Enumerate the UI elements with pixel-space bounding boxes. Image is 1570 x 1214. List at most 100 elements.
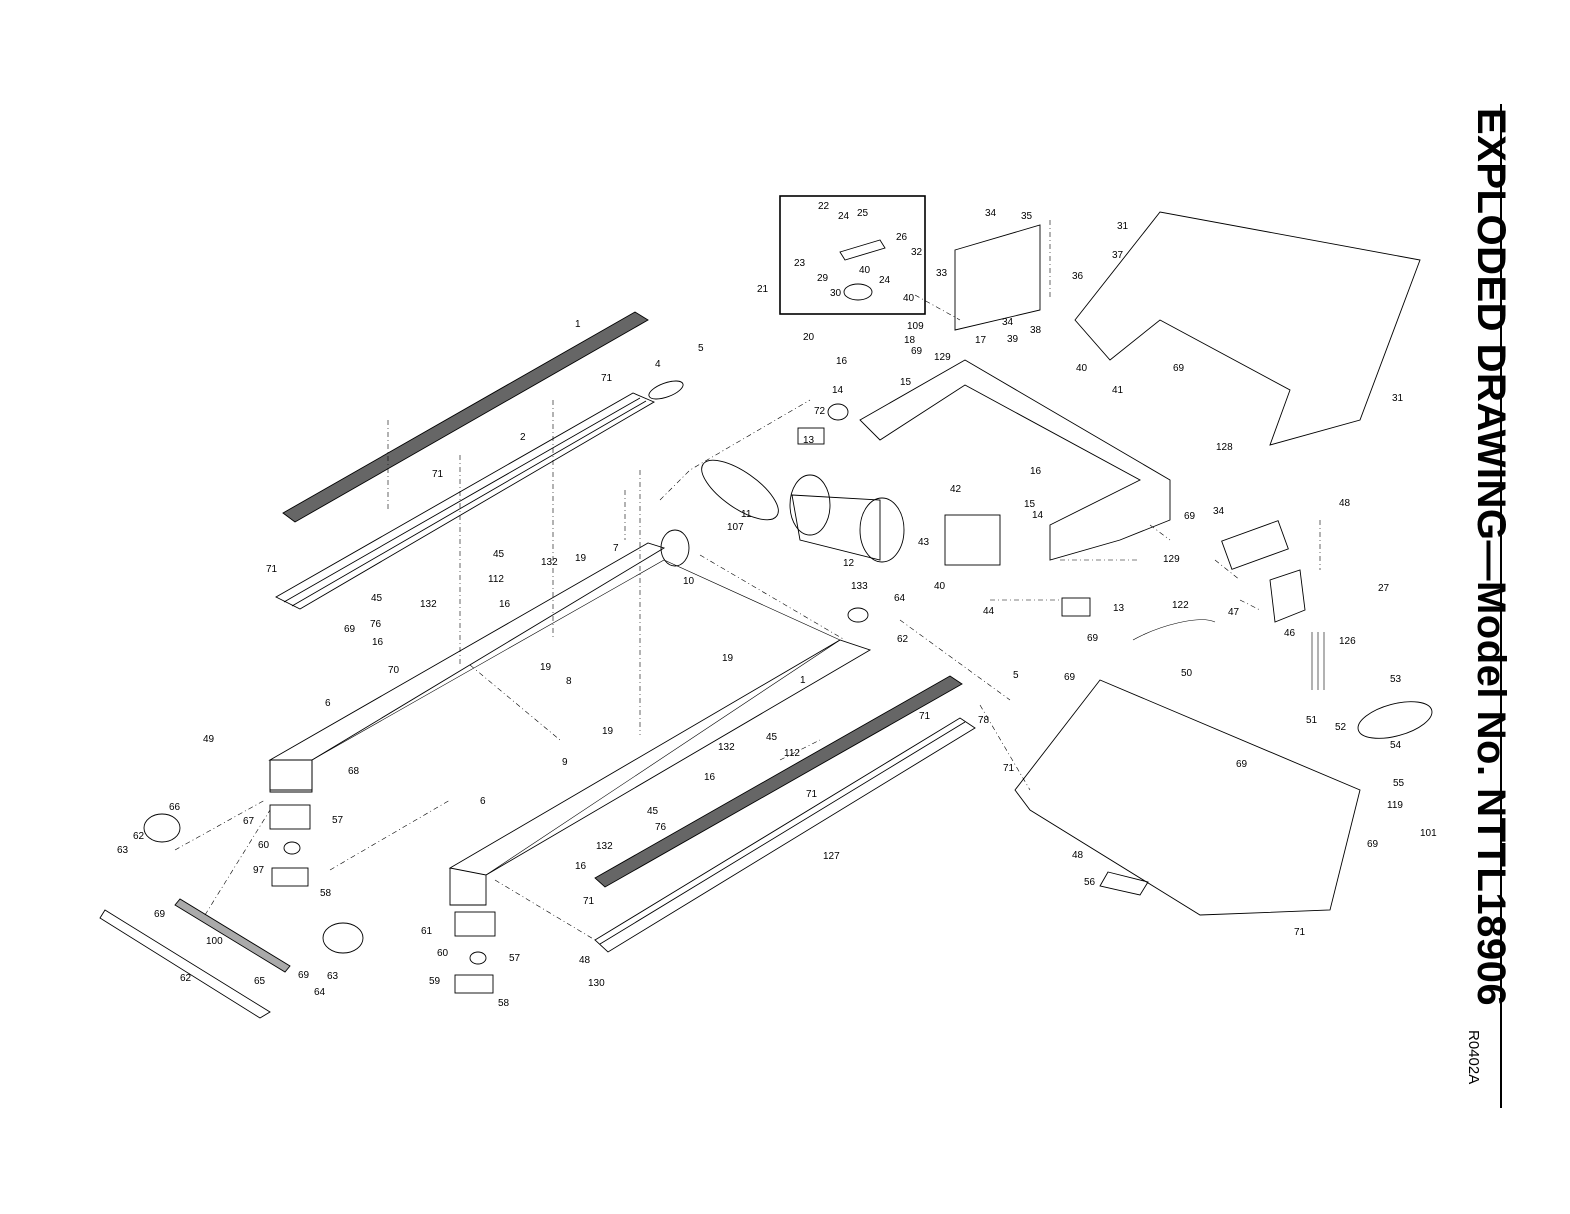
callout-label: 18	[904, 335, 916, 346]
callout-label: 41	[1112, 385, 1124, 396]
part-66-foot	[143, 813, 181, 843]
callout-label: 42	[950, 484, 962, 495]
callout-label: 129	[934, 352, 951, 363]
callout-label: 25	[857, 208, 869, 219]
callout-label: 31	[1117, 221, 1129, 232]
callout-label: 61	[421, 926, 433, 937]
callout-label: 69	[344, 624, 356, 635]
callout-label: 31	[1392, 393, 1404, 404]
callout-label: 48	[1339, 498, 1351, 509]
callout-label: 16	[704, 772, 716, 783]
callout-label: 38	[1030, 325, 1042, 336]
callout-label: 71	[432, 469, 444, 480]
callout-label: 33	[936, 268, 948, 279]
callout-label: 71	[266, 564, 278, 575]
callout-label: 127	[823, 851, 840, 862]
part-126-harness	[1311, 632, 1325, 690]
callout-label: 45	[493, 549, 505, 560]
callout-label: 14	[832, 385, 844, 396]
callout-label: 19	[575, 553, 587, 564]
callout-label: 132	[541, 557, 558, 568]
callout-label: 35	[1021, 211, 1033, 222]
callout-label: 109	[907, 321, 924, 332]
callout-label: 76	[655, 822, 667, 833]
callout-label: 50	[1181, 668, 1193, 679]
part-47-guard	[1221, 520, 1289, 570]
part-13-bracket	[797, 427, 825, 445]
part-1-strip	[282, 311, 649, 523]
callout-label: 72	[814, 406, 826, 417]
part-35-board	[954, 224, 1041, 331]
part-122-wire	[1132, 619, 1216, 641]
centerlines	[174, 220, 1321, 941]
callout-label: 71	[806, 789, 818, 800]
callout-label: 63	[327, 971, 339, 982]
callout-label: 119	[1387, 800, 1403, 811]
part-97-plate	[271, 867, 309, 887]
callout-label: 57	[332, 815, 344, 826]
callout-label: 76	[370, 619, 382, 630]
callout-label: 34	[1213, 506, 1225, 517]
callout-label: 1	[800, 675, 806, 686]
callout-label: 5	[1013, 670, 1019, 681]
callout-label: 133	[851, 581, 868, 592]
callout-label: 44	[983, 606, 995, 617]
callout-label: 7	[613, 543, 619, 554]
callout-label: 100	[206, 936, 223, 947]
callout-label: 62	[897, 634, 909, 645]
callout-label: 10	[683, 576, 695, 587]
callout-label: 55	[1393, 778, 1405, 789]
callout-label: 54	[1390, 740, 1402, 751]
callout-label: 26	[896, 232, 908, 243]
callout-label: 6	[325, 698, 331, 709]
part-4-cap	[648, 380, 684, 400]
callout-label: 56	[1084, 877, 1096, 888]
part-7-frame	[268, 542, 666, 791]
callout-label: 71	[1003, 763, 1015, 774]
part-50-pan	[1014, 679, 1361, 916]
part-37-hood	[1074, 211, 1421, 446]
part-10-roller	[660, 529, 690, 567]
callout-label: 14	[1032, 510, 1044, 521]
callout-label: 45	[647, 806, 659, 817]
part-68-endbox	[269, 759, 313, 793]
callout-label: 24	[838, 211, 850, 222]
callout-label: 23	[794, 258, 806, 269]
callout-label: 58	[498, 998, 510, 1009]
callout-label: 69	[1184, 511, 1196, 522]
callout-label: 132	[596, 841, 613, 852]
callout-label: 60	[258, 840, 270, 851]
callout-label: 78	[978, 715, 990, 726]
part-21-inset	[779, 195, 926, 315]
callout-label: 45	[371, 593, 383, 604]
callout-label: 71	[601, 373, 613, 384]
callout-label: 19	[602, 726, 614, 737]
part-61-leveler	[454, 911, 496, 937]
callout-label: 19	[722, 653, 734, 664]
callout-label: 39	[1007, 334, 1019, 345]
callout-label: 49	[203, 734, 215, 745]
callout-label: 36	[1072, 271, 1084, 282]
part-53-cord	[1357, 701, 1433, 739]
callout-label: 69	[1367, 839, 1379, 850]
callout-label: 132	[420, 599, 437, 610]
callout-label: 6	[480, 796, 486, 807]
callout-label: 60	[437, 948, 449, 959]
callout-label: 34	[985, 208, 997, 219]
part-30-pulley	[843, 283, 873, 301]
part-60-wheel	[283, 841, 301, 855]
callout-label: 45	[766, 732, 778, 743]
callout-label: 46	[1284, 628, 1296, 639]
callout-label: 69	[911, 346, 923, 357]
callout-label: 107	[727, 522, 744, 533]
callout-label: 5	[698, 343, 704, 354]
callout-label: 69	[298, 970, 310, 981]
callout-label: 16	[499, 599, 511, 610]
callout-label: 40	[934, 581, 946, 592]
callout-label: 67	[243, 816, 255, 827]
callout-label: 122	[1172, 600, 1189, 611]
callout-labels: 1245717171451321121645132761669706496819…	[117, 201, 1437, 1009]
part-2-rail	[275, 392, 655, 610]
part-43-incline-motor	[944, 514, 1001, 566]
